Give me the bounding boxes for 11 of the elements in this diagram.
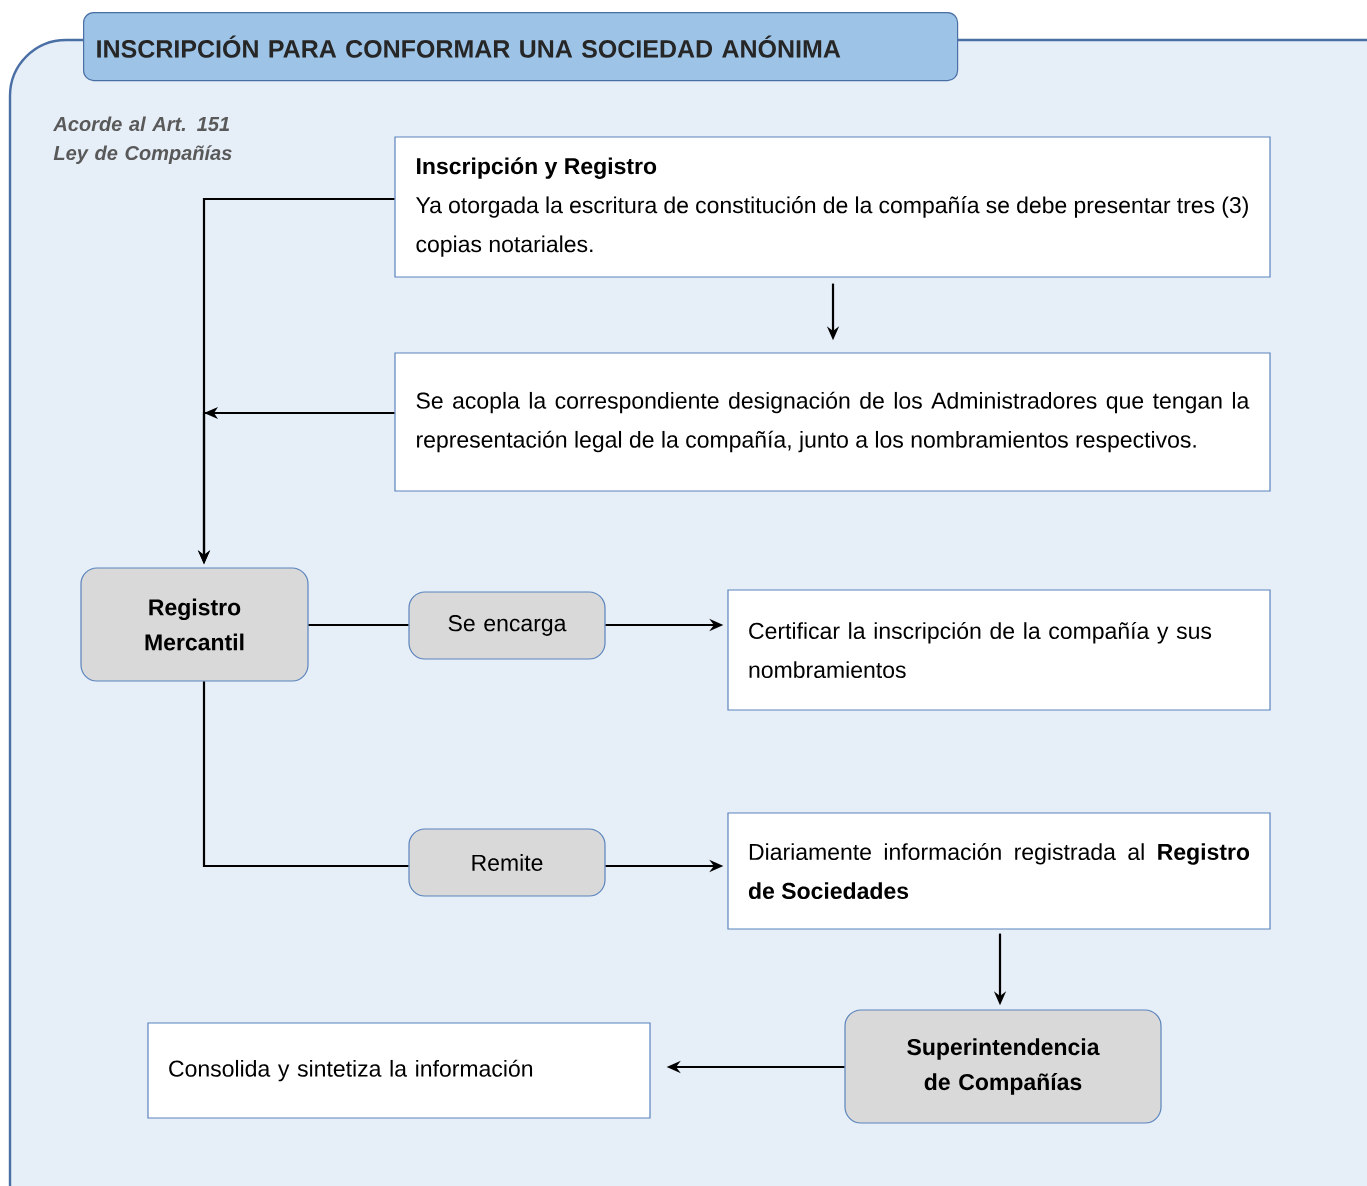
text-box: Consolida y sintetiza la información [147,1022,651,1119]
process-box: Registro Mercantil [80,567,309,682]
text-box: Certificar la inscripción de la compañía y sus nombramientos [727,589,1271,711]
note-text: Acorde al Art. 151 Ley de Compañías [53,116,232,164]
action-box: Se encarga [408,591,606,660]
title-banner: INSCRIPCIÓN PARA CONFORMAR UNA SOCIEDAD ANÓNIMA [83,12,959,82]
process-box: Superintendencia de Compañías [844,1009,1162,1124]
action-box: Remite [408,828,606,897]
text-box: Diariamente información registrada al Registro de Sociedades [727,812,1271,930]
text-box: Se acopla la correspondiente designación de los Administradores que tengan la representación legal de la compañía, junto a los nombramientos respectivos. [394,352,1271,492]
text-box: Inscripción y Registro Ya otorgada la escritura de constitución de la compañía se debe presentar tres (3) copias notariales. [394,136,1271,278]
